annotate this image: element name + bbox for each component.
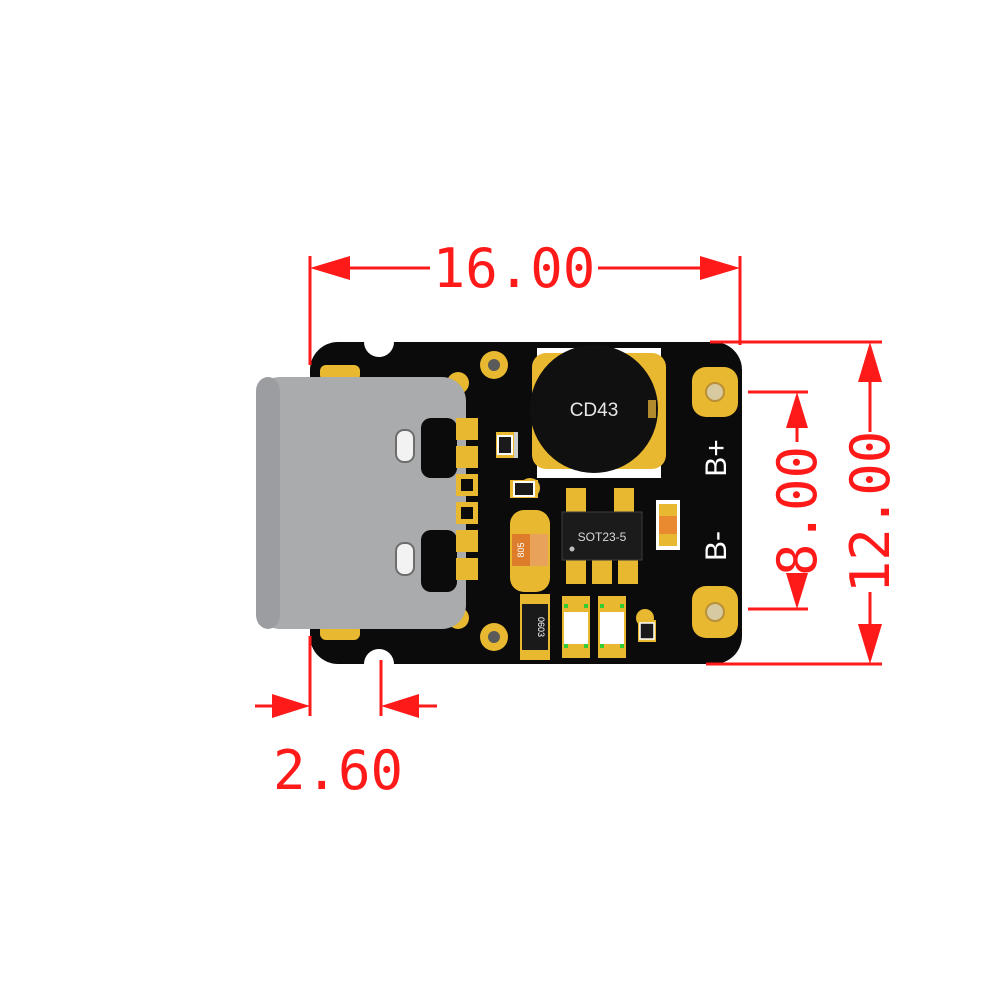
smd-part-lower-right	[638, 620, 656, 642]
dim-width-arrow-right	[700, 256, 740, 280]
dim-height-arrow-bottom	[858, 624, 882, 664]
dim-pad-arrow-top	[786, 392, 808, 428]
connector-pin	[456, 558, 478, 580]
usb-c-connector	[256, 377, 478, 629]
dim-height-arrow-top	[858, 342, 882, 382]
led-body	[600, 612, 624, 644]
battery-pad-positive: B+	[692, 367, 738, 477]
capacitor-805: 805	[510, 510, 550, 592]
dim-width	[308, 256, 742, 365]
inductor-cd43: CD43	[530, 345, 666, 478]
smd-part-right	[656, 500, 680, 550]
top-notch	[364, 327, 394, 357]
ic-pin	[592, 558, 612, 584]
smd-diode	[510, 480, 538, 498]
bottom-notch	[364, 649, 394, 679]
dim-pad-arrow-bottom	[786, 573, 808, 609]
connector-latch-top	[421, 418, 457, 478]
inductor-body	[530, 345, 658, 473]
connector-slot-top	[395, 429, 415, 463]
smd-part-right-body	[659, 516, 677, 534]
pad-b-plus-hole	[705, 382, 725, 402]
dim-overhang-arrow-left	[272, 694, 310, 718]
connector-shell-edge	[256, 377, 280, 629]
pad-b-plus-label: B+	[700, 439, 733, 477]
pin-inner	[461, 507, 473, 519]
ic-pin	[566, 488, 586, 514]
diode-body	[513, 481, 535, 497]
dim-overhang	[255, 636, 437, 718]
inductor-label: CD43	[570, 400, 619, 421]
dim-width-arrow-left	[310, 256, 350, 280]
dim-height	[706, 340, 882, 666]
smd-part-upper	[496, 432, 518, 458]
pad-b-minus-label: B-	[700, 531, 733, 561]
connector-pin	[456, 530, 478, 552]
ic-pin	[618, 558, 638, 584]
led-body	[564, 612, 588, 644]
inductor-marker	[648, 400, 656, 418]
dim-pad-spacing-label: 8.00	[766, 446, 829, 576]
ic-pin	[614, 488, 634, 514]
ic-pin1-dot	[569, 546, 575, 552]
pad-b-minus-hole	[705, 602, 725, 622]
dim-pad-spacing	[748, 390, 808, 611]
capacitor-label: 805	[516, 542, 526, 557]
connector-slot-bottom	[395, 542, 415, 576]
battery-pad-negative: B-	[692, 531, 738, 638]
dim-overhang-label: 2.60	[273, 739, 403, 802]
smd-part-body	[497, 435, 513, 455]
resistor-label: 0603	[536, 617, 546, 637]
resistor-0603: 0603	[520, 594, 550, 660]
dim-overhang-arrow-right	[381, 694, 419, 718]
pin-inner	[461, 479, 473, 491]
ic-pin	[566, 558, 586, 584]
led-right	[598, 596, 626, 658]
ic-label: SOT23-5	[578, 530, 627, 544]
dim-width-label: 16.00	[433, 237, 596, 300]
connector-latch-bottom	[421, 530, 457, 592]
dim-height-label: 12.00	[839, 431, 902, 594]
connector-pin	[456, 446, 478, 468]
ic-body	[561, 511, 643, 561]
connector-pin	[456, 418, 478, 440]
dimension-annotations	[255, 256, 882, 718]
led-left	[562, 596, 590, 658]
resistor-body	[522, 604, 548, 650]
ic-sot23-5: SOT23-5	[561, 488, 643, 584]
